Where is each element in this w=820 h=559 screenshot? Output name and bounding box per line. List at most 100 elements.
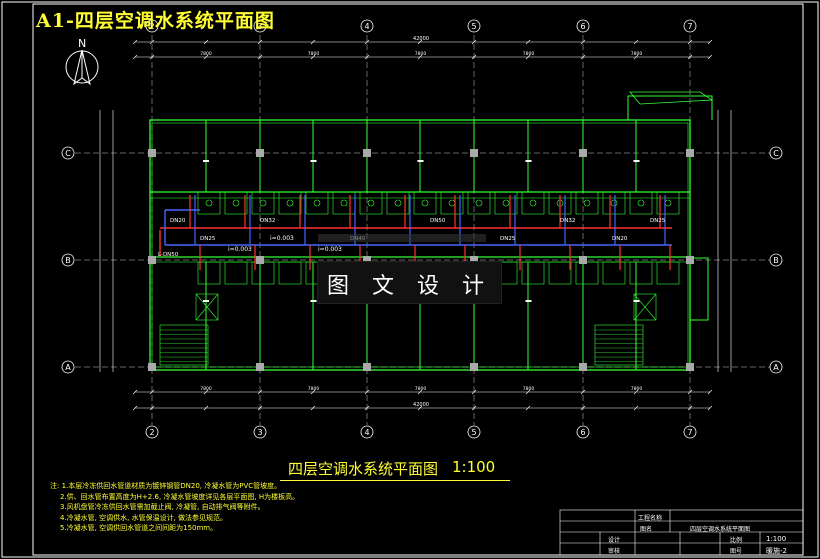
dim-bay: 7800 <box>523 386 535 392</box>
column <box>363 256 371 264</box>
axis-bubble <box>769 360 783 374</box>
tb-number-label: 图号 <box>730 548 743 555</box>
column <box>148 256 156 264</box>
stair-right <box>594 293 657 366</box>
dim-bay: 7800 <box>415 51 427 57</box>
axis-bubble <box>467 425 481 439</box>
axis-bubble <box>253 19 267 33</box>
fixture <box>205 199 213 207</box>
fixture <box>259 199 267 207</box>
fixture <box>340 199 348 207</box>
fixture <box>664 199 672 207</box>
dimension-ticks <box>132 39 713 411</box>
tb-scale-value: 1:100 <box>766 535 787 543</box>
dim-bay: 7800 <box>200 51 212 57</box>
title-block <box>559 509 804 556</box>
dim-tick <box>687 39 693 45</box>
bathroom-upper <box>359 191 383 215</box>
tb-drawing-label: 图名 <box>640 526 653 533</box>
drawing-caption: 四层空调水系统平面图 <box>288 460 439 478</box>
column <box>148 149 156 157</box>
dim-tick <box>707 389 713 395</box>
slope-label: i=0.003 <box>228 246 252 253</box>
watermark-banner: 图 文 设 计 <box>317 261 502 304</box>
tb-scale-label: 比例 <box>730 537 743 544</box>
axis-bubble <box>576 19 590 33</box>
room-label <box>203 300 209 302</box>
pipe-label: DN20 <box>170 218 186 224</box>
column <box>363 363 371 371</box>
note-line: 3.风机盘管冷冻供回水管需加截止阀, 冷凝管, 自动排气阀等附件。 <box>60 503 265 511</box>
pipe-label: DN25 <box>200 236 216 242</box>
tb-design-label: 设计 <box>608 537 621 544</box>
bathroom-upper <box>305 191 329 215</box>
dim-overall: 42000 <box>413 402 429 408</box>
axis-label: 2 <box>149 428 154 437</box>
dim-tick <box>707 54 713 60</box>
bathroom-upper <box>224 191 248 215</box>
bathroom-upper <box>656 191 680 215</box>
axis-label: A <box>65 363 71 372</box>
pipe-label: DN20 <box>612 236 628 242</box>
room-label <box>310 300 317 302</box>
fixture <box>313 199 321 207</box>
bathroom-lower <box>575 261 599 285</box>
axis-label: 4 <box>364 428 369 437</box>
fixture <box>583 199 591 207</box>
axis-bubble <box>61 146 75 160</box>
dim-bay: 7800 <box>308 51 320 57</box>
axis-bubble <box>769 253 783 267</box>
column <box>470 256 478 264</box>
dim-tick <box>633 54 639 60</box>
design-notes: 注: 1.本层冷冻供回水管道材质为镀锌钢管DN20, 冷凝水管为PVC管坡度。 … <box>50 481 305 534</box>
north-arrow <box>65 49 99 86</box>
room-label <box>525 300 532 302</box>
dimension-texts: 4200042000780078007800780078007800780078… <box>200 36 642 408</box>
column <box>256 256 264 264</box>
column <box>470 363 478 371</box>
axis-label: 6 <box>580 428 585 437</box>
axis-bubble <box>145 425 159 439</box>
axis-label: 3 <box>257 22 262 31</box>
room-label <box>525 160 532 162</box>
tb-number-value: 暖施-2 <box>766 547 787 555</box>
bathroom-upper <box>386 191 410 215</box>
dim-tick <box>310 39 316 45</box>
axis-bubble <box>467 19 481 33</box>
pipe-branches <box>189 195 671 270</box>
bathroom-upper <box>602 191 626 215</box>
tb-check-label: 审核 <box>608 548 621 555</box>
dim-tick <box>132 39 138 45</box>
fixture <box>637 199 645 207</box>
dim-bay: 7800 <box>631 51 643 57</box>
dim-tick <box>580 39 586 45</box>
axis-bubble <box>145 19 159 33</box>
room-label <box>417 160 424 162</box>
stair-left <box>159 293 219 366</box>
pipe-label: DN32 <box>260 218 275 224</box>
sheet-title: A1-四层空调水系统平面图 <box>36 10 275 32</box>
dim-tick <box>310 405 316 411</box>
dim-tick <box>364 39 370 45</box>
bathroom-upper <box>494 191 518 215</box>
drawing-scale: 1:100 <box>452 458 496 476</box>
bathroom-upper <box>197 191 221 215</box>
bathroom-upper <box>521 191 545 215</box>
dim-tick <box>203 405 209 411</box>
riser-label: L-DN50 <box>158 252 179 258</box>
bathroom-upper <box>332 191 356 215</box>
dim-tick <box>417 54 423 60</box>
column <box>686 256 694 264</box>
dim-tick <box>707 39 713 45</box>
axis-label: C <box>65 149 71 158</box>
axis-bubble <box>683 425 697 439</box>
bathroom-lower <box>629 261 653 285</box>
dim-tick <box>149 39 155 45</box>
fixture <box>367 199 375 207</box>
dim-bay: 7800 <box>308 386 320 392</box>
bathroom-upper <box>440 191 464 215</box>
tb-project-label: 工程名称 <box>638 515 663 522</box>
axis-label: 6 <box>580 22 585 31</box>
